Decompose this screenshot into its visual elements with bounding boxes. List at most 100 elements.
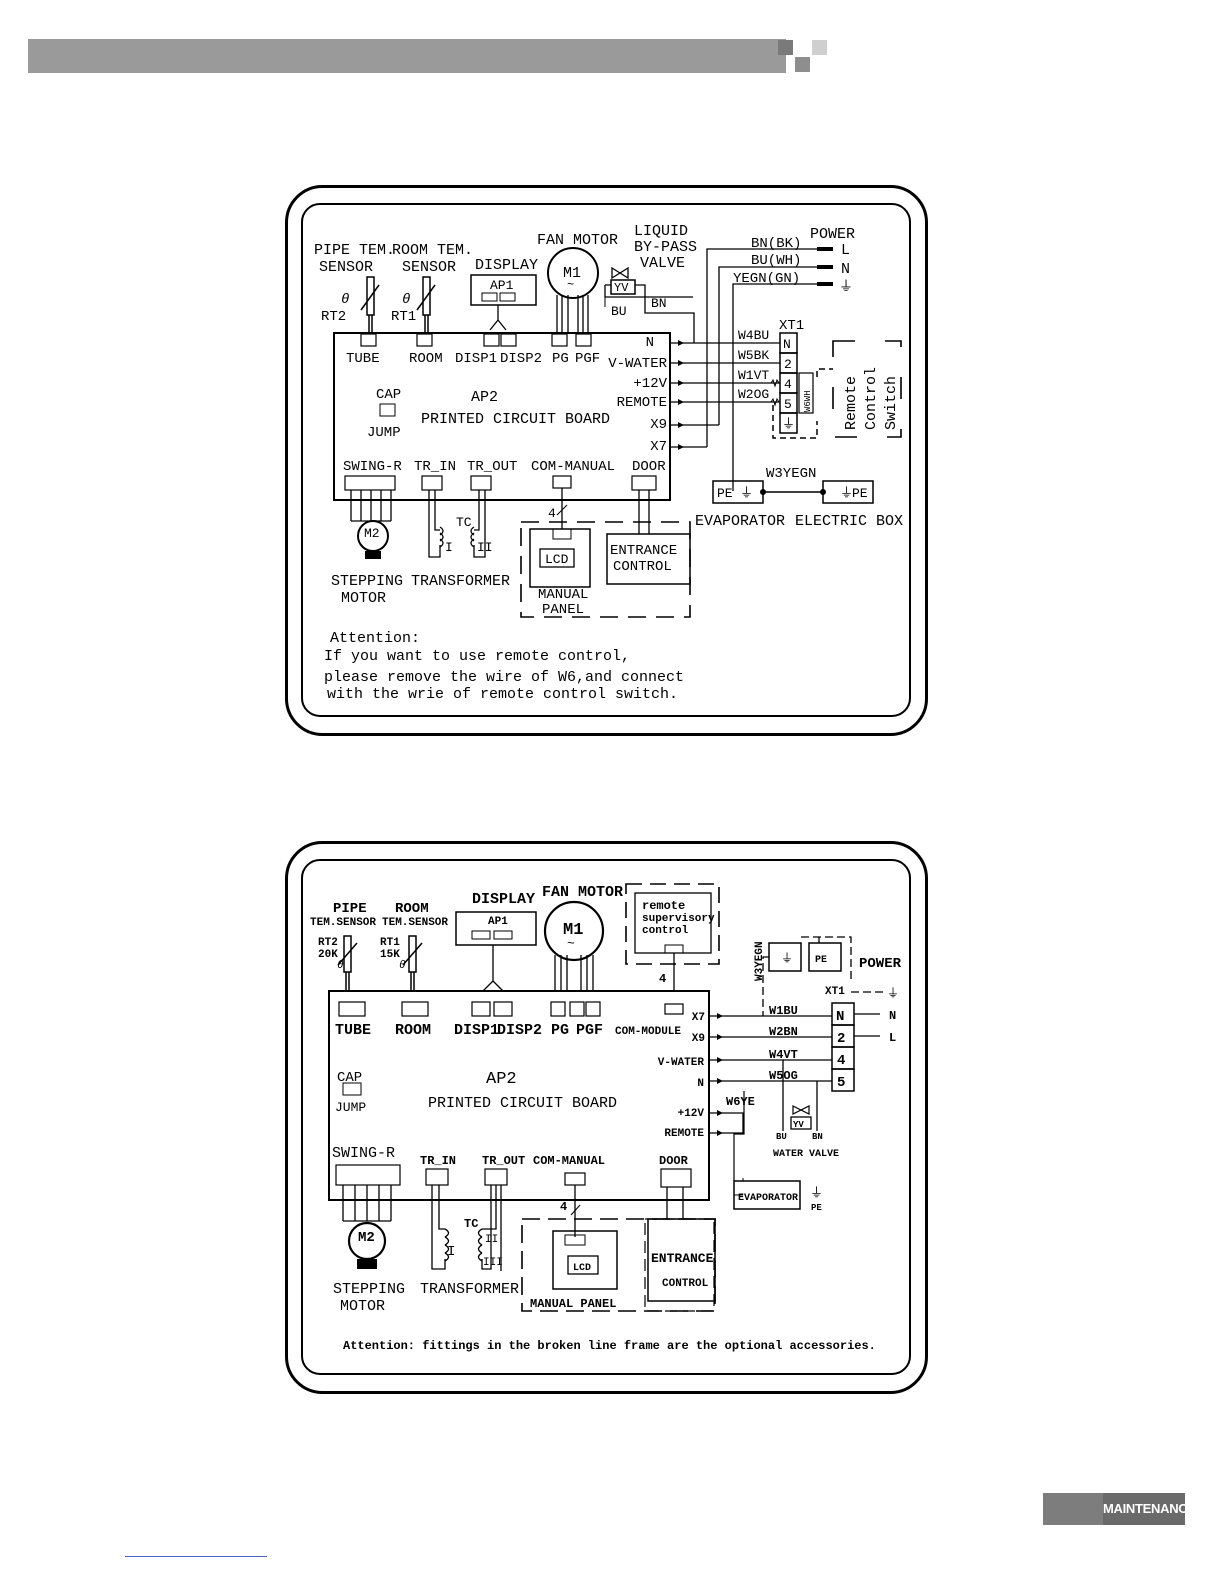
optional-box [520, 521, 691, 618]
pipe-sensor-label-2: SENSOR [319, 259, 373, 276]
room-sensor-label-1: ROOM [395, 901, 429, 917]
com-four-label: 4 [659, 972, 666, 986]
manual-panel-label-2: PANEL [542, 602, 584, 618]
transformer-label: TRANSFORMER [420, 1281, 519, 1298]
conn-pgf: PGF [576, 1022, 603, 1039]
rt1-label: RT1 [380, 937, 400, 949]
ap1-label: AP1 [490, 278, 514, 293]
jump-label: JUMP [335, 1100, 366, 1115]
w3yegn-label: W3YEGN [754, 941, 766, 981]
power-label: POWER [859, 956, 902, 972]
svg-text:⏚: ⏚ [810, 1186, 823, 1201]
coil-ii: II [477, 540, 493, 555]
xt1-term-2: 2 [784, 357, 792, 372]
fan-motor-label: FAN MOTOR [542, 884, 623, 901]
bu-label: BU [611, 304, 627, 319]
wiring-diagram-2: PIPE TEM.SENSOR ROOM TEM.SENSOR RT2 20K … [285, 841, 928, 1394]
xt1-label: XT1 [779, 318, 804, 334]
power-terminal-l: L [889, 1031, 896, 1045]
remote-supervisory-label-2: supervisory [642, 913, 715, 925]
tc-label: TC [456, 515, 472, 530]
manual-panel-label-1: MANUAL [538, 587, 588, 603]
term-x9: X9 [692, 1033, 705, 1045]
pcb-top-connectors [360, 333, 592, 347]
pipe-sensor-label-1: PIPE TEM. [314, 242, 395, 259]
xt1-block [779, 332, 798, 434]
entrance-control-label-2: CONTROL [662, 1278, 709, 1290]
valve-label-2: BY-PASS [634, 239, 697, 256]
cap-jump-connector [342, 1082, 362, 1096]
cap-label: CAP [376, 387, 401, 403]
header-square-mid [795, 57, 810, 72]
xt1-term-n: N [783, 337, 791, 352]
xt1-term-5: 5 [837, 1075, 845, 1091]
term-12v: +12V [678, 1108, 705, 1120]
xt1-term-earth: ⏚ [782, 417, 795, 432]
rt1-value: 15K [380, 949, 400, 961]
conn-pg: PG [552, 351, 569, 367]
xt1-label: XT1 [825, 986, 845, 998]
conn-tr-in: TR_IN [420, 1154, 456, 1168]
conn-door: DOOR [659, 1154, 689, 1168]
xt1-term-n: N [836, 1009, 844, 1025]
display-label: DISPLAY [472, 891, 535, 908]
wire-code-w4bu: W4BU [738, 328, 769, 343]
entrance-control-label-1: ENTRANCE [610, 543, 677, 559]
header-bar [28, 39, 786, 73]
bn-label: BN [812, 1132, 823, 1142]
conn-room: ROOM [409, 351, 443, 367]
term-n: N [646, 335, 654, 351]
wiring-diagram-1: PIPE TEM. SENSOR ROOM TEM. SENSOR θ θ RT… [285, 185, 928, 736]
rt2-value: 20K [318, 949, 338, 961]
coil-i: I [447, 1244, 455, 1260]
attention-note: Attention: fittings in the broken line f… [343, 1339, 876, 1353]
wire-code-w2bn: W2BN [769, 1025, 798, 1039]
conn-swing-r: SWING-R [332, 1145, 395, 1162]
svg-text:~: ~ [567, 936, 575, 951]
conn-tr-out: TR_OUT [467, 459, 517, 475]
water-valve-icon [792, 1105, 810, 1115]
m1-label: M1 [563, 265, 581, 282]
svg-text:θ: θ [399, 960, 406, 972]
w3yegn-label: W3YEGN [766, 466, 816, 482]
wire-yegn: YEGN(GN) [733, 271, 800, 287]
header-square-dark [778, 40, 793, 55]
pipe-sensor-thermistor [360, 276, 380, 333]
lcd-label: LCD [573, 1263, 591, 1274]
jump-label: JUMP [367, 425, 401, 441]
power-terminal-earth: ⏚ [839, 279, 853, 296]
coil-iii: III [483, 1257, 503, 1269]
term-v-water: V-WATER [608, 356, 667, 372]
pcb-ap2 [328, 990, 710, 1201]
stepping-motor-label-2: MOTOR [341, 590, 386, 607]
entrance-control-label-2: CONTROL [613, 559, 672, 575]
term-x9: X9 [650, 417, 667, 433]
svg-text:θ: θ [341, 292, 349, 308]
stepping-motor-label-1: STEPPING [331, 573, 403, 590]
conn-disp1: DISP1 [455, 351, 497, 367]
stepping-motor-label-2: MOTOR [340, 1298, 385, 1315]
yv-label: YV [614, 281, 629, 295]
fan-motor-symbol [547, 247, 599, 299]
pe-evaporator-label: PE [717, 486, 733, 501]
cap-jump-connector [379, 403, 396, 417]
electric-box-label: ELECTRIC BOX [795, 513, 903, 530]
conn-tr-in: TR_IN [414, 459, 456, 475]
conn-com-module: COM-MODULE [615, 1026, 681, 1038]
remote-supervisory-label-3: control [642, 925, 689, 937]
wire-code-w4vt: W4VT [769, 1048, 798, 1062]
xt1-term-4: 4 [837, 1053, 845, 1069]
ap1-label: AP1 [488, 916, 508, 928]
svg-text:⏚: ⏚ [840, 486, 853, 501]
power-terminal-earth: ⏚ [887, 986, 899, 1001]
pcb-ap2 [333, 332, 671, 501]
conn-door: DOOR [632, 459, 666, 475]
remote-switch-label-1: Remote [843, 376, 860, 430]
w6ye-label: W6YE [726, 1095, 755, 1109]
wire-code-w1vt: W1VT [738, 368, 769, 383]
display-label: DISPLAY [475, 257, 538, 274]
rt2-label: RT2 [321, 309, 346, 325]
ap1-box [455, 911, 537, 946]
remote-switch-box [832, 340, 902, 438]
bu-label: BU [776, 1132, 787, 1142]
